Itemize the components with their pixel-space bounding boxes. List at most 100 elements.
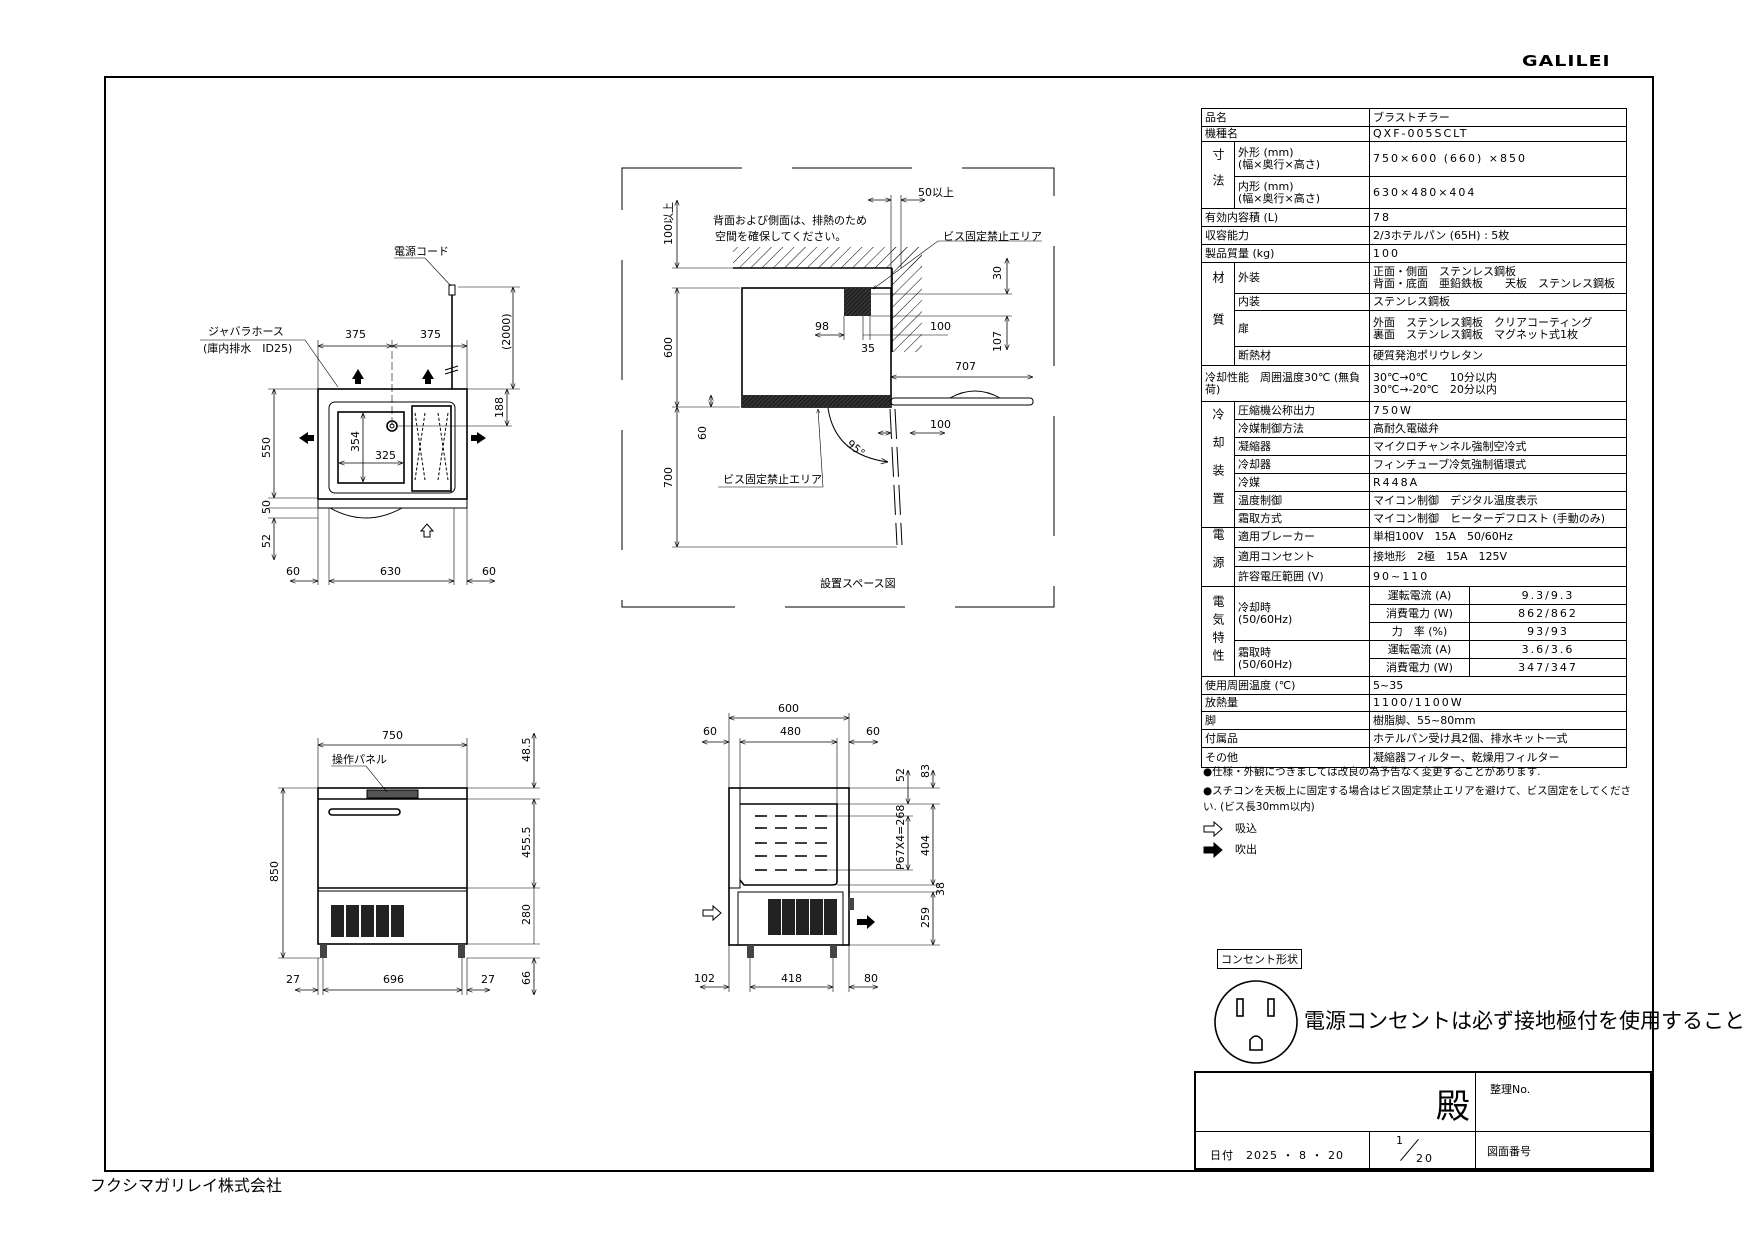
table-row: その他凝縮器フィルター、乾燥用フィルター bbox=[1201, 747, 1627, 768]
dim-100-door: 100 bbox=[930, 418, 951, 431]
exhaust-arrow-icon bbox=[299, 432, 314, 444]
group-power: 電源 bbox=[1201, 527, 1235, 587]
leg bbox=[830, 945, 837, 958]
group-electrical: 電気特性 bbox=[1201, 586, 1235, 677]
side-view: 600 60 480 60 83 52 P67X4=268 404 38 259… bbox=[694, 702, 947, 992]
label-defrost-mode-2: (50/60Hz) bbox=[1238, 657, 1293, 671]
no-screw-area-front bbox=[742, 395, 891, 407]
dim-696: 696 bbox=[383, 973, 404, 986]
label-cooling-mode-2: (50/60Hz) bbox=[1238, 612, 1293, 626]
dim-80: 80 bbox=[864, 972, 878, 985]
label-insulation: 断熱材 bbox=[1234, 346, 1370, 366]
value-defrost-power: 347/347 bbox=[1469, 658, 1627, 677]
value-cooling-perf-1: 30℃→0℃ 10分以内 bbox=[1373, 370, 1497, 384]
intake-arrow-icon bbox=[419, 523, 435, 538]
dim-375-left: 375 bbox=[345, 328, 366, 341]
table-row: 品名ブラストチラー bbox=[1201, 108, 1627, 127]
label-inner-2: (幅×奥行×高さ) bbox=[1238, 191, 1321, 205]
value-cool-power: 862/862 bbox=[1469, 604, 1627, 623]
group-dimensions: 寸法 bbox=[1201, 141, 1235, 209]
label-outlet: 適用コンセント bbox=[1234, 546, 1370, 568]
value-voltage-range: 90~110 bbox=[1369, 566, 1627, 587]
table-row: 有効内容積 (L)78 bbox=[1201, 208, 1627, 227]
label-breaker: 適用ブレーカー bbox=[1234, 527, 1370, 548]
dim-404: 404 bbox=[919, 835, 932, 856]
dim-100-rear: 100 bbox=[930, 320, 951, 333]
dim-35: 35 bbox=[861, 342, 875, 355]
dim-100-min: 100以上 bbox=[662, 202, 675, 245]
control-panel bbox=[366, 789, 419, 799]
scale-denominator: 20 bbox=[1416, 1152, 1434, 1165]
dim-98: 98 bbox=[815, 320, 829, 333]
legend-exhaust: 吹出 bbox=[1203, 839, 1633, 860]
wall-back-hatch bbox=[733, 247, 922, 268]
label-heat: 放熱量 bbox=[1201, 694, 1370, 712]
hose-label: ジャバラホース bbox=[208, 325, 284, 338]
label-name: 品名 bbox=[1201, 108, 1370, 127]
label-condenser: 凝縮器 bbox=[1234, 437, 1370, 456]
table-row: 断熱材硬質発泡ポリウレタン bbox=[1202, 346, 1627, 366]
front-view: 750 操作パネル 850 48.5 455.5 280 66 27 696 2… bbox=[268, 729, 540, 995]
exhaust-arrow-icon bbox=[352, 369, 364, 384]
label-defrost-mode: 霜取時(50/60Hz) bbox=[1234, 640, 1370, 677]
value-interior: ステンレス鋼板 bbox=[1369, 293, 1627, 311]
exhaust-arrow-icon bbox=[857, 915, 875, 929]
value-temp-control: マイコン制御 デジタル温度表示 bbox=[1369, 491, 1627, 510]
wall-side-hatch bbox=[892, 247, 922, 352]
dim-95-degrees: 95° bbox=[844, 437, 867, 459]
exhaust-arrow-icon bbox=[471, 432, 486, 444]
top-view: 375 375 (2000) 188 550 50 52 354 325 60 … bbox=[200, 244, 520, 585]
dim-707: 707 bbox=[955, 360, 976, 373]
dim-850: 850 bbox=[268, 861, 281, 882]
dim-354: 354 bbox=[349, 431, 362, 452]
label-weight: 製品質量 (kg) bbox=[1201, 244, 1370, 263]
table-row: 扉外面 ステンレス鋼板 クリアコーティング裏面 ステンレス鋼板 マグネット式1枚 bbox=[1202, 310, 1627, 347]
label-defrost: 霜取方式 bbox=[1234, 509, 1370, 528]
cord-label: 電源コード bbox=[394, 244, 449, 258]
label-legs: 脚 bbox=[1201, 711, 1370, 730]
table-row: 凝縮器マイクロチャンネル強制空冷式 bbox=[1202, 437, 1627, 456]
label-inner: 内形 (mm)(幅×奥行×高さ) bbox=[1234, 176, 1370, 209]
value-insulation: 硬質発泡ポリウレタン bbox=[1369, 346, 1627, 366]
label-cooling-performance: 冷却性能 周囲温度30℃ (無負荷) bbox=[1201, 365, 1370, 402]
notes: ●仕様・外観につきましては改良の為予告なく変更することがあります. ●スチコンを… bbox=[1203, 764, 1633, 860]
value-evaporator: フィンチューブ冷気強制循環式 bbox=[1369, 455, 1627, 474]
dim-60-left: 60 bbox=[286, 565, 300, 578]
swung-door bbox=[889, 408, 903, 546]
scale-numerator: 1 bbox=[1396, 1134, 1403, 1147]
drawing-no-label: 図面番号 bbox=[1487, 1145, 1531, 1158]
group-cooling-unit-label: 冷却装置 bbox=[1211, 407, 1225, 520]
dim-38: 38 bbox=[934, 882, 947, 896]
label-exterior: 外装 bbox=[1234, 262, 1370, 294]
value-exterior-1: 正面・側面 ステンレス鋼板 bbox=[1373, 265, 1516, 278]
install-note-line2: 空間を確保してください。 bbox=[715, 229, 846, 243]
title-block: 殿 整理No. 図面番号 日付 2025 ・ 8 ・ 20 1 20 bbox=[1194, 1071, 1652, 1170]
dim-shelf-pitch: P67X4=268 bbox=[894, 805, 907, 870]
dim-280: 280 bbox=[520, 904, 533, 925]
door-handle bbox=[328, 808, 401, 816]
value-cooling-perf-2: 30℃→-20℃ 20分以内 bbox=[1373, 382, 1497, 396]
table-row: 電源適用ブレーカー単相100V 15A 50/60Hz bbox=[1201, 527, 1627, 587]
table-row: 内装ステンレス鋼板 bbox=[1202, 293, 1627, 311]
label-refrigerant: 冷媒 bbox=[1234, 473, 1370, 492]
dim-107: 107 bbox=[991, 331, 1004, 352]
dim-50-min: 50以上 bbox=[918, 186, 954, 199]
company-name: フクシマガリレイ株式会社 bbox=[90, 1176, 283, 1195]
label-door: 扉 bbox=[1234, 310, 1370, 347]
label-cool-current: 運転電流 (A) bbox=[1369, 586, 1470, 605]
dim-600: 600 bbox=[662, 337, 675, 358]
value-accessories: ホテルパン受け具2個、排水キット一式 bbox=[1369, 729, 1627, 748]
label-model: 機種名 bbox=[1201, 126, 1370, 142]
label-defrost-current: 運転電流 (A) bbox=[1369, 640, 1470, 659]
top-view-inner bbox=[328, 401, 456, 494]
dim-700: 700 bbox=[662, 467, 675, 488]
value-refrigerant: R448A bbox=[1369, 473, 1627, 492]
side-chamber bbox=[739, 803, 838, 886]
no-screw-label-top: ビス固定禁止エリア bbox=[943, 229, 1042, 243]
date: 日付 2025 ・ 8 ・ 20 bbox=[1210, 1149, 1344, 1162]
group-cooling-unit: 冷却装置 bbox=[1201, 401, 1235, 528]
